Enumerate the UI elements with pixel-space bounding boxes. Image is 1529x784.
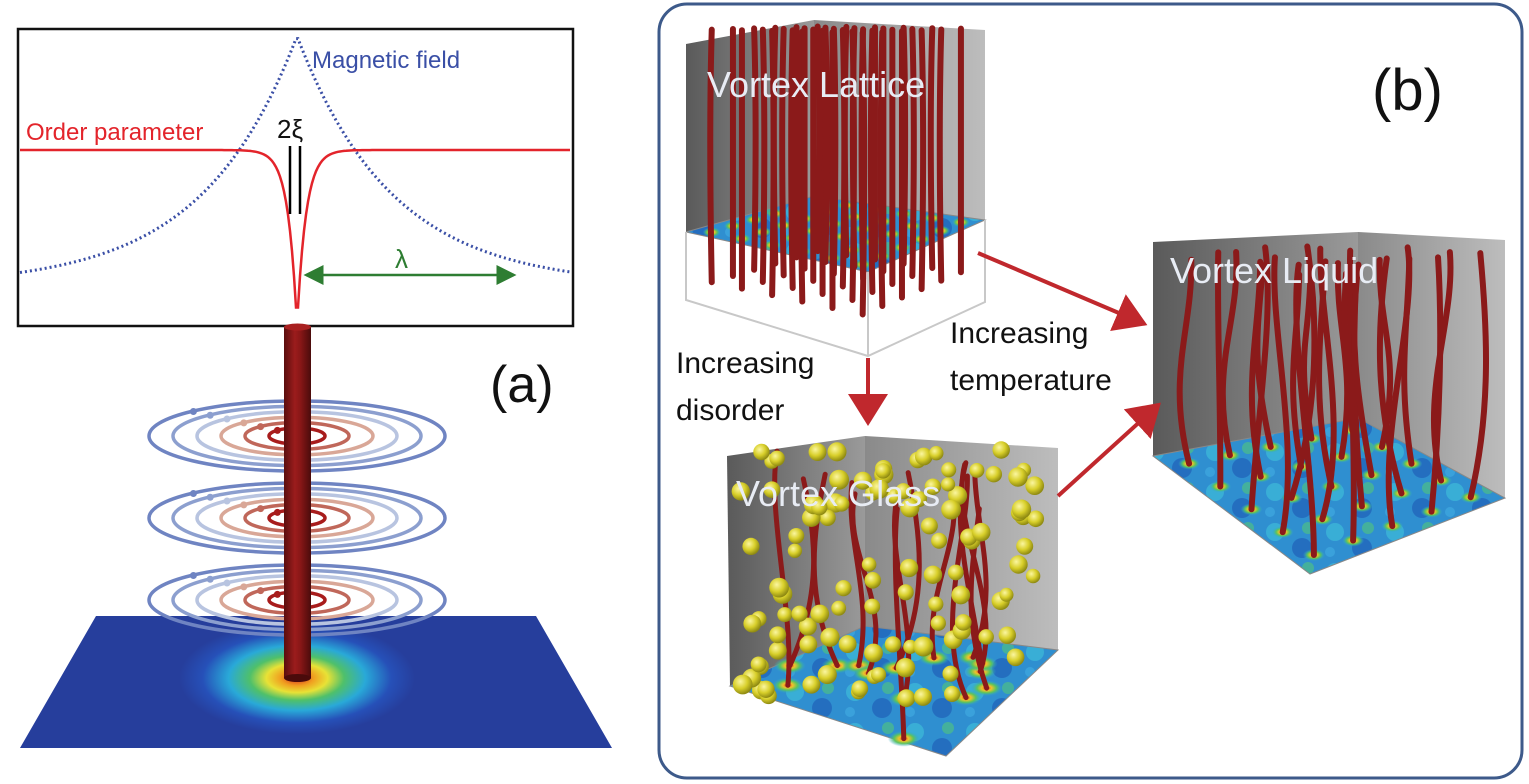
- vortex-liquid-label: Vortex Liquid: [1170, 250, 1378, 291]
- vortex-lattice-label: Vortex Lattice: [707, 64, 925, 105]
- vortex-lattice-box: Vortex Lattice: [685, 20, 987, 358]
- panel-a-label: (a): [490, 356, 554, 414]
- lambda-label: λ: [395, 244, 408, 274]
- xi-label: 2ξ: [277, 114, 303, 144]
- vortex-glass-box: Vortex Glass: [727, 436, 1060, 757]
- arrow-glass-to-liquid: [1056, 402, 1161, 498]
- increasing-disorder-line1: Increasing: [676, 347, 814, 380]
- increasing-disorder-line2: disorder: [676, 394, 784, 427]
- vortex-liquid-box: Vortex Liquid: [1151, 232, 1507, 575]
- panel-b: (b) Vortex Lattice Vortex Liquid: [657, 2, 1524, 780]
- order-parameter-label: Order parameter: [26, 119, 203, 146]
- panel-a: 2ξ Magnetic field Order parameter λ (a): [16, 27, 612, 748]
- magnetic-field-label: Magnetic field: [312, 47, 460, 74]
- arrow-to-liquid: [977, 251, 1148, 331]
- vortex-rod-base: [284, 674, 311, 682]
- increasing-temperature-line1: Increasing: [950, 317, 1088, 350]
- order-parameter-curve: [20, 148, 570, 309]
- increasing-temperature-line2: temperature: [950, 364, 1112, 397]
- panel-b-label: (b): [1372, 58, 1443, 123]
- vortex-core-rod: [284, 326, 311, 678]
- vortex-glass-label: Vortex Glass: [736, 473, 940, 514]
- vortex-rod-top: [284, 323, 311, 331]
